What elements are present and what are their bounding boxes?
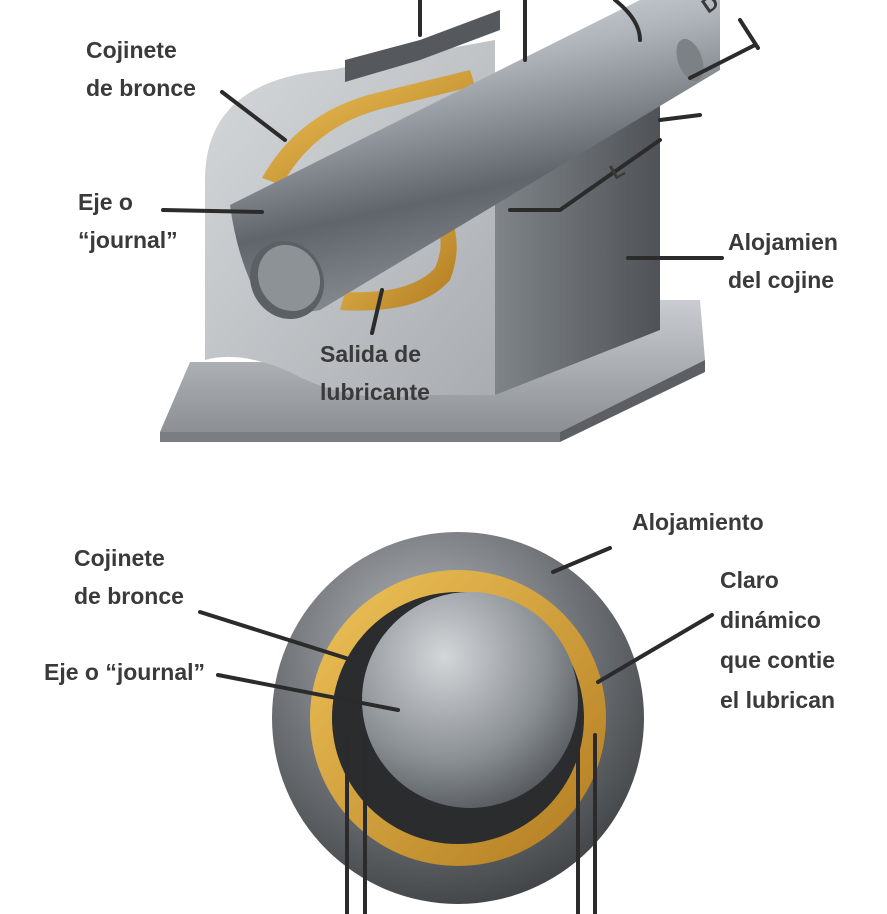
label-housing-top-1: Alojamien [728,229,838,255]
cross-section-view: Alojamiento Cojinete de bronce Eje o “jo… [44,509,835,914]
dim-arc [613,0,642,42]
dim-d-line [688,43,757,80]
leader-lubricant-outlet [370,288,384,335]
housing-base-side [560,360,705,442]
label-bronze-bearing-bottom-1: Cojinete [74,545,165,571]
oil-slot [345,10,500,82]
label-bronze-bearing-top-1: Cojinete [86,37,177,63]
shaft-end-face [257,244,321,312]
leader-housing-bottom [551,546,612,574]
shaft [230,0,720,313]
housing-base-front [160,432,560,442]
label-bronze-bearing-top-2: de bronce [86,75,196,101]
isometric-bearing-view: Cojinete de bronce Eje o “journal” Aloja… [78,0,838,442]
label-bronze-bearing-bottom-2: de bronce [74,583,184,609]
label-clearance-1: Claro [720,567,779,593]
label-clearance-2: dinámico [720,607,821,633]
label-lubricant-outlet-1: Salida de [320,341,421,367]
leader-bronze-bearing-top [220,90,287,142]
label-clearance-3: que contie [720,647,835,673]
leader-shaft-bottom [216,673,400,712]
label-clearance-4: el lubrican [720,687,835,713]
leader-clearance [596,613,714,684]
label-shaft-top-1: Eje o [78,189,133,215]
label-housing-top-2: del cojine [728,267,834,293]
label-lubricant-outlet-2: lubricante [320,379,430,405]
dim-l-line-top [658,113,702,122]
bronze-bushing [262,70,475,185]
label-shaft-bottom: Eje o “journal” [44,659,205,685]
bronze-bushing-lower [340,180,457,311]
dim-l-line [508,138,662,212]
label-shaft-top-2: “journal” [78,227,178,253]
dim-d-tick [738,18,760,50]
shaft-section [362,592,578,808]
shaft-far-end [676,38,704,82]
leader-shaft-top [161,208,264,214]
label-housing-bottom: Alojamiento [632,509,764,535]
leader-bronze-bearing-bottom [198,610,354,662]
